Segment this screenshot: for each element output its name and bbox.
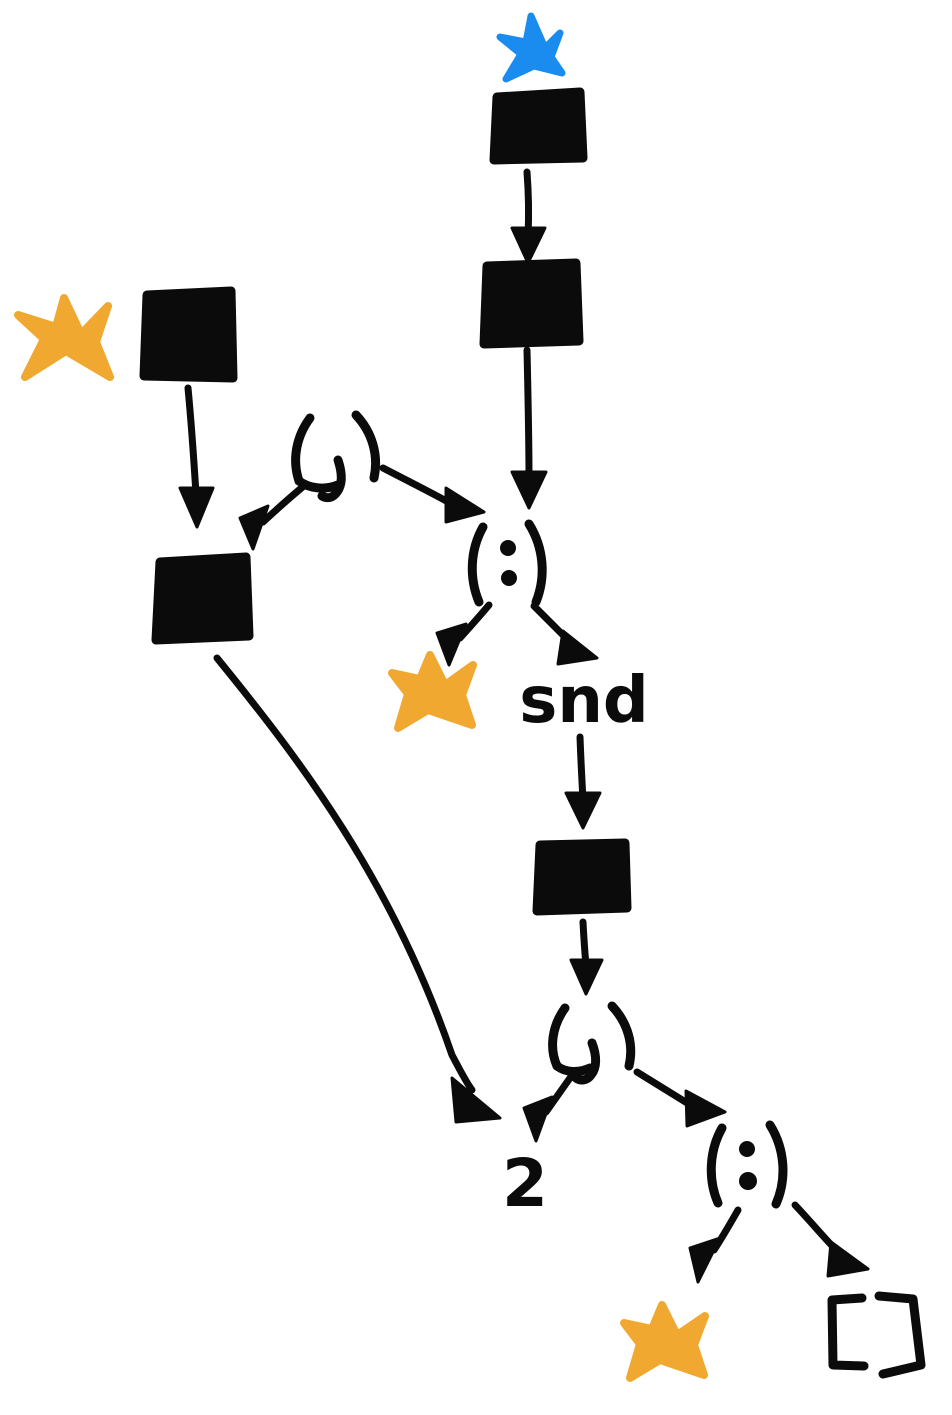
star-blue-icon	[496, 12, 566, 83]
node-snd: snd	[519, 664, 648, 738]
star-orange-mid-icon	[388, 651, 477, 732]
redacted-node-5	[532, 838, 632, 916]
node-cons-lower: (:)	[706, 1120, 788, 1209]
edge-redacted2-to-cons-upper	[510, 346, 548, 510]
redacted-node-1	[489, 87, 588, 165]
node-tuple-upper: (,)	[291, 410, 381, 503]
edge-tuple-upper-to-redacted4	[238, 481, 309, 551]
edge-snd-to-redacted5	[564, 733, 602, 830]
node-tuple-lower: (,)	[548, 1001, 636, 1085]
edge-tuple-upper-to-cons-upper	[379, 464, 486, 524]
edges-layer	[178, 168, 870, 1284]
edge-cons-upper-to-star-mid	[435, 601, 493, 667]
edge-tuple-lower-to-literal2	[522, 1074, 574, 1143]
redacted-node-4	[151, 552, 254, 645]
node-empty-list: []	[827, 1291, 926, 1379]
edge-redacted1-to-redacted2	[510, 168, 547, 265]
node-literal-2: 2	[502, 1145, 548, 1222]
edge-redacted5-to-tuple-lower	[569, 918, 604, 996]
edge-redacted4-to-literal2	[213, 654, 502, 1124]
node-cons-upper: (:)	[467, 519, 547, 607]
edge-redacted3-to-redacted4	[178, 384, 215, 529]
snd-label: snd	[519, 664, 648, 738]
star-orange-low-icon	[620, 1301, 709, 1382]
redacted-node-3	[139, 286, 238, 383]
literal-2-label: 2	[502, 1145, 548, 1222]
edge-cons-lower-to-empty-list	[791, 1201, 870, 1278]
edge-cons-upper-to-snd	[530, 602, 599, 666]
nodes-layer: (,) (:) snd	[14, 12, 926, 1382]
redacted-node-2	[479, 258, 584, 349]
edge-cons-lower-to-star-low	[688, 1206, 742, 1284]
star-orange-left-icon	[14, 294, 114, 381]
edge-tuple-lower-to-cons-lower	[633, 1068, 727, 1128]
